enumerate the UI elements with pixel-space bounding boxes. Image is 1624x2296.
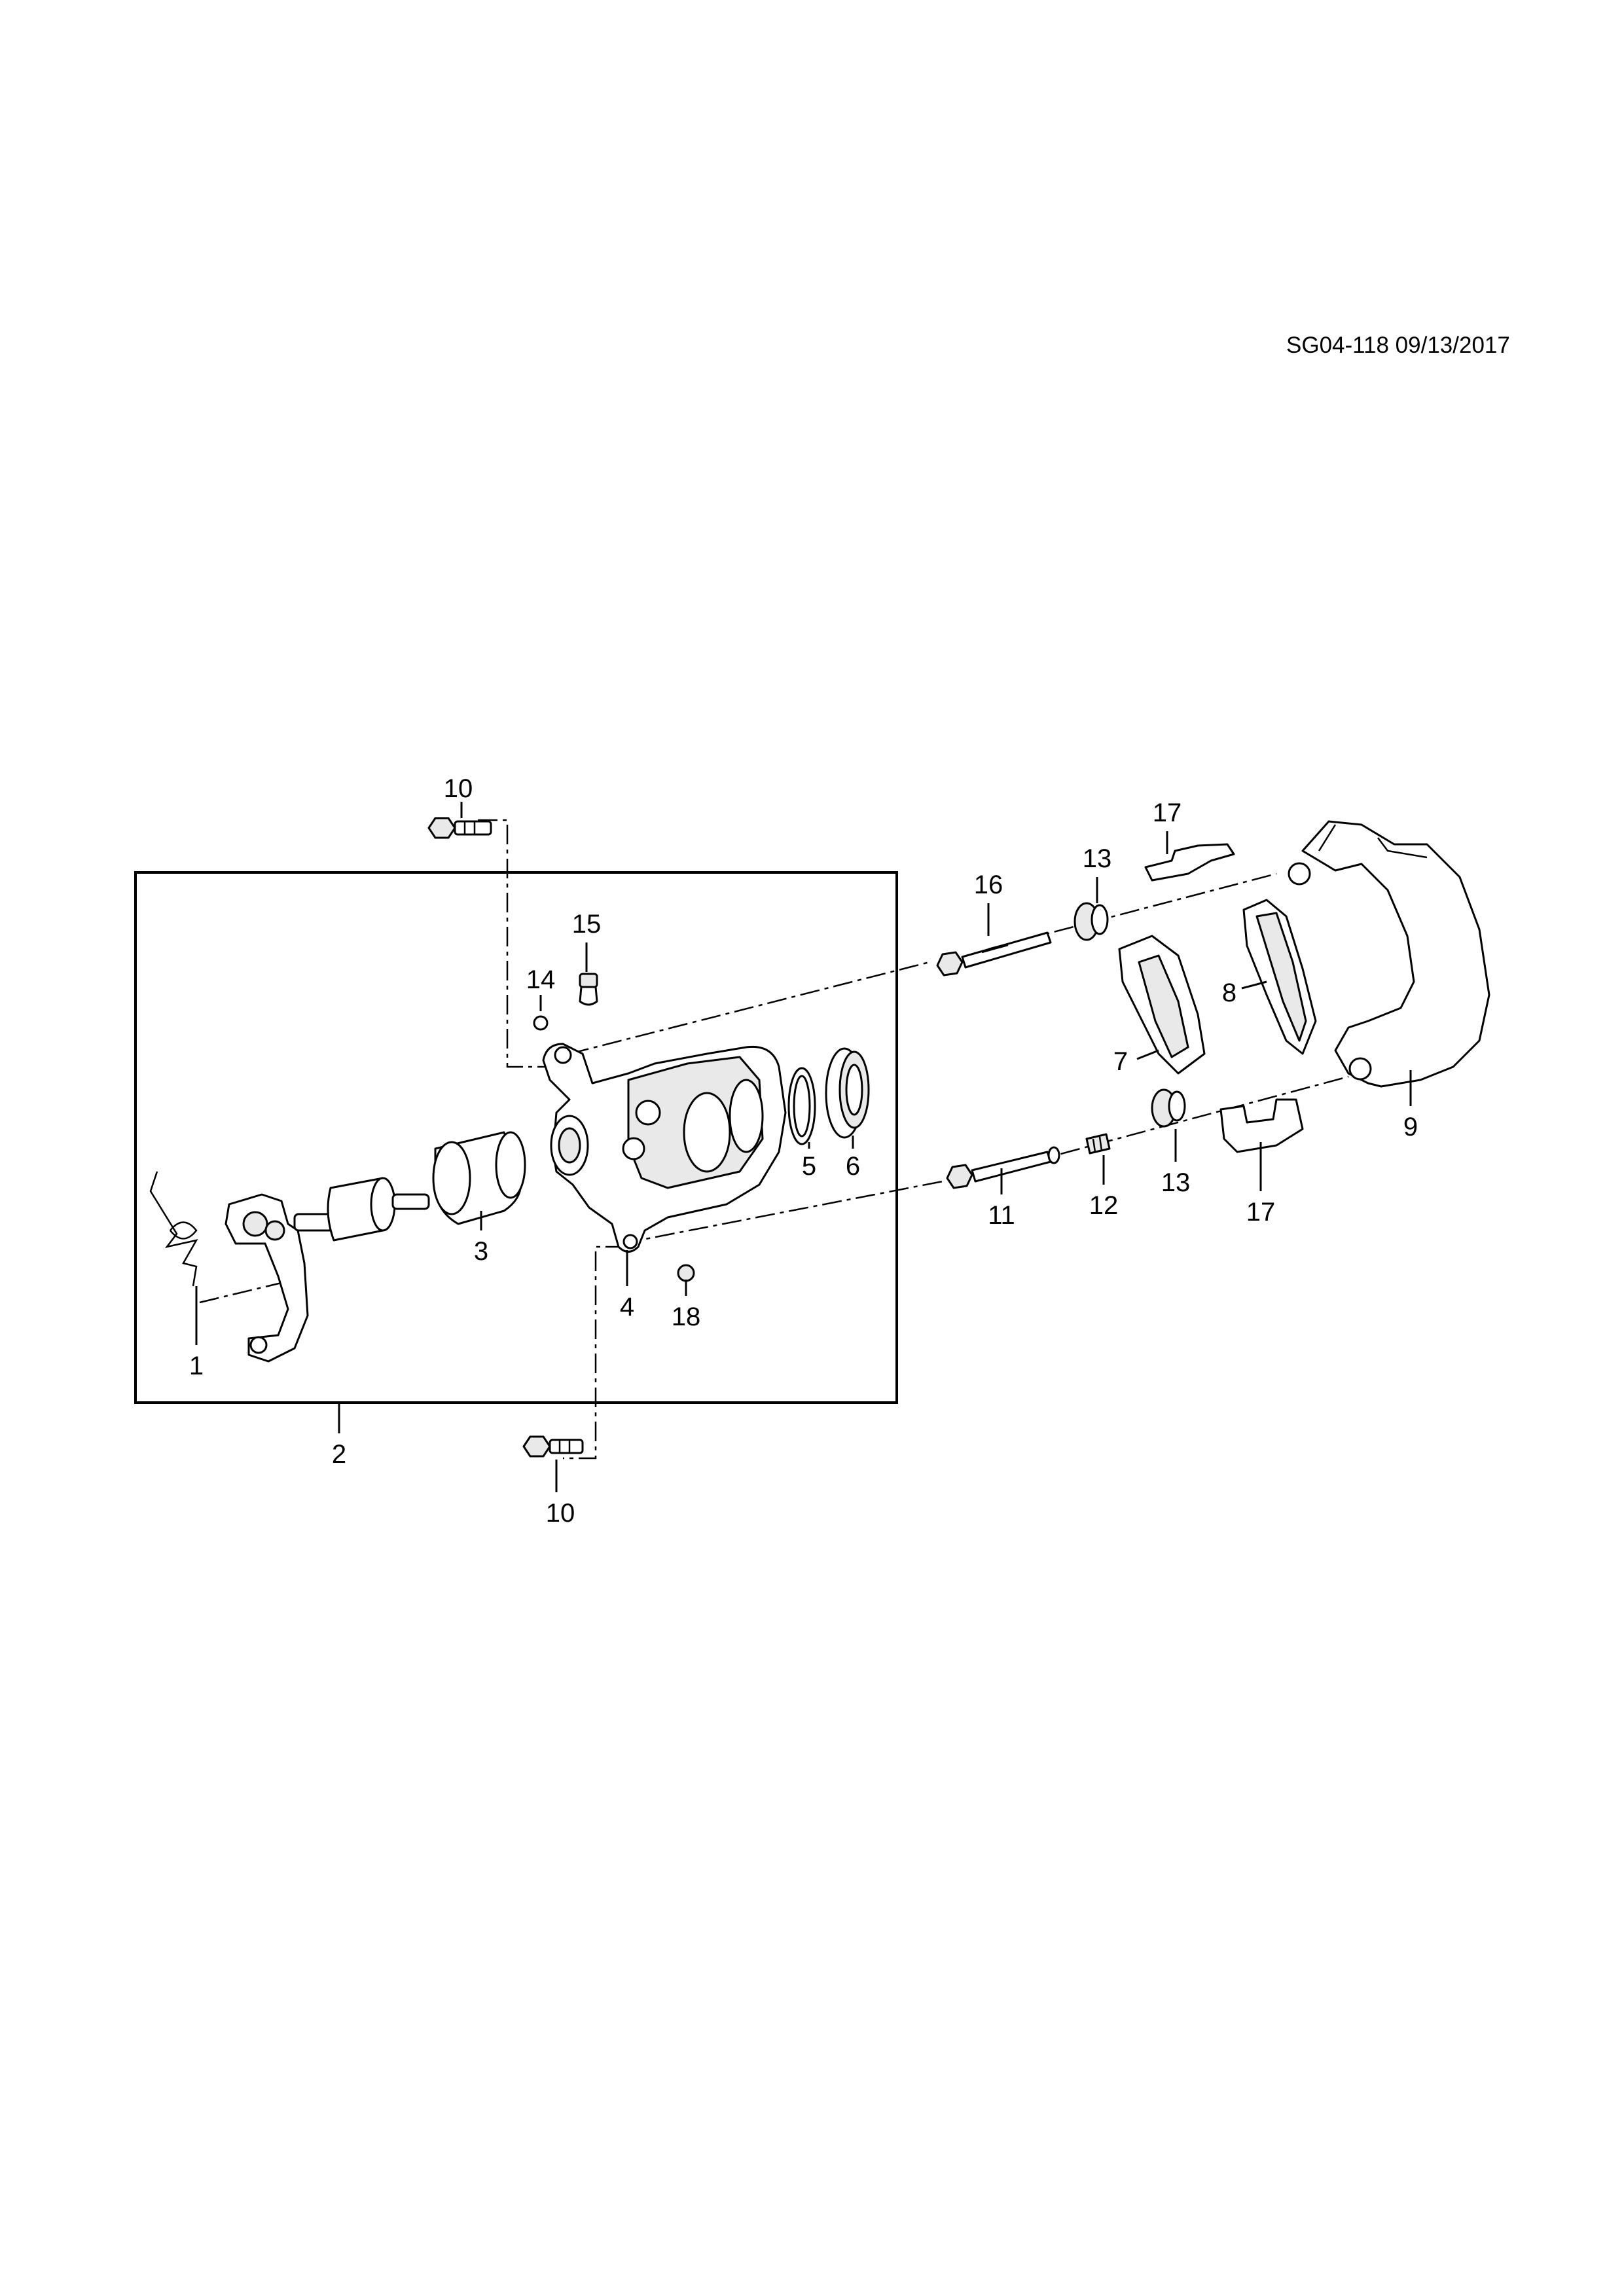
caliper-housing xyxy=(542,1043,787,1253)
caliper-assembly-frame xyxy=(134,871,898,1404)
pad-spring-clip-upper xyxy=(1144,843,1235,882)
piston-boot xyxy=(825,1047,870,1139)
callout-6: 6 xyxy=(846,1152,860,1181)
callout-17-bottom: 17 xyxy=(1246,1198,1276,1227)
callout-5: 5 xyxy=(802,1152,816,1181)
guide-pin-bushing xyxy=(1085,1133,1111,1155)
bleeder-cap xyxy=(533,1015,549,1031)
piston-seal xyxy=(787,1067,816,1145)
guide-pin-boot-upper xyxy=(1074,902,1109,941)
callout-15: 15 xyxy=(572,910,602,939)
callout-11: 11 xyxy=(988,1201,1015,1230)
caliper-bracket xyxy=(1288,820,1490,1088)
callout-13-bottom: 13 xyxy=(1161,1168,1191,1197)
callout-14: 14 xyxy=(526,965,556,994)
callout-2: 2 xyxy=(332,1440,346,1469)
diagram-reference-code: SG04-118 09/13/2017 xyxy=(1286,332,1510,358)
bolt-bottom xyxy=(522,1435,584,1458)
callout-10-top: 10 xyxy=(444,774,473,803)
pad-spring-clip-lower xyxy=(1219,1098,1304,1153)
callout-13-top: 13 xyxy=(1083,844,1112,873)
guide-pin-upper xyxy=(936,931,1052,977)
caliper-piston xyxy=(432,1131,526,1225)
bleeder-screw xyxy=(579,973,598,1006)
parking-brake-lever-and-spring xyxy=(149,1171,309,1363)
callout-16: 16 xyxy=(974,870,1003,899)
callout-labels: 10 1 2 3 4 5 6 14 15 18 16 11 12 13 13 1… xyxy=(189,774,1418,1528)
leader-lines xyxy=(195,802,1412,1492)
callout-7: 7 xyxy=(1113,1047,1128,1076)
callout-18: 18 xyxy=(672,1302,701,1331)
callout-4: 4 xyxy=(620,1293,634,1321)
adjuster-screw xyxy=(293,1177,430,1242)
callout-10-bottom: 10 xyxy=(546,1499,575,1528)
callout-3: 3 xyxy=(474,1237,488,1266)
callout-17-top: 17 xyxy=(1153,798,1182,827)
brake-pad-outer xyxy=(1242,899,1317,1055)
callout-8: 8 xyxy=(1222,978,1236,1007)
callout-1: 1 xyxy=(189,1352,204,1380)
guide-pin-boot-lower xyxy=(1151,1088,1186,1128)
brake-pad-inner xyxy=(1118,935,1206,1075)
housing-plug xyxy=(677,1264,695,1282)
bolt-top xyxy=(427,817,492,839)
callout-12: 12 xyxy=(1089,1191,1119,1220)
guide-pin-lower xyxy=(946,1146,1060,1189)
callout-9: 9 xyxy=(1403,1113,1418,1141)
